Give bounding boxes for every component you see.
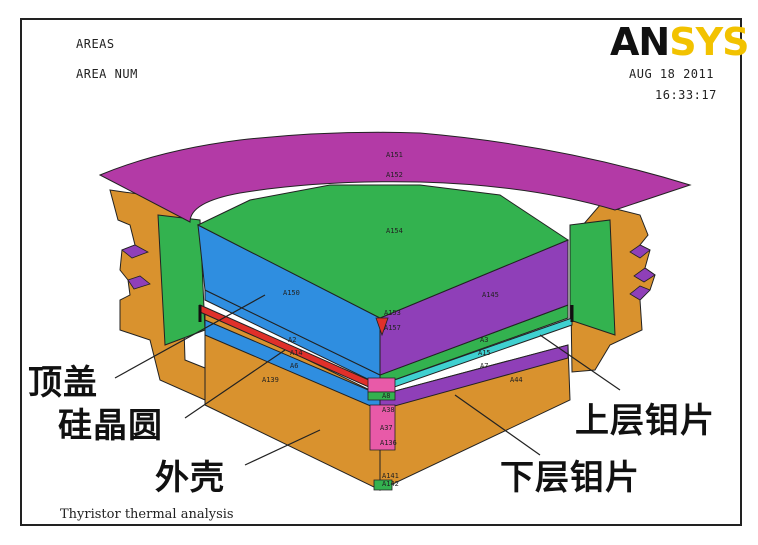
- leader-silicon-wafer: [184, 349, 286, 419]
- label-a6: A6: [290, 362, 298, 370]
- footer-caption: Thyristor thermal analysis: [60, 507, 234, 522]
- label-a141: A141: [382, 472, 399, 480]
- label-a37: A37: [380, 424, 393, 432]
- label-a15: A15: [478, 349, 491, 357]
- logo-an: AN: [610, 20, 670, 64]
- label-a44: A44: [510, 376, 523, 384]
- center-column-upper: [367, 377, 396, 393]
- right-fin-3: [629, 285, 651, 301]
- label-a157: A157: [384, 324, 401, 332]
- leader-top-cover: [114, 294, 266, 379]
- cover-top-face: [196, 184, 570, 319]
- label-a38: A38: [382, 406, 395, 414]
- label-a150: A150: [283, 289, 300, 297]
- left-fin-2: [127, 275, 151, 290]
- left-fin-1: [121, 244, 149, 259]
- top-cover-lid: [98, 131, 692, 223]
- callout-silicon-wafer: 硅晶圆: [58, 406, 163, 446]
- label-a3: A3: [480, 336, 488, 344]
- label-a139: A139: [262, 376, 279, 384]
- label-a145: A145: [482, 291, 499, 299]
- center-column-lower: [369, 404, 396, 451]
- callout-top-cover: 顶盖: [28, 363, 98, 403]
- center-marker: [375, 317, 389, 337]
- callout-lower-mo: 下层钼片: [500, 458, 640, 498]
- center-column-base: [373, 479, 393, 491]
- left-inner-wall: [157, 214, 206, 346]
- leader-upper-mo: [539, 334, 621, 391]
- label-a7: A7: [480, 362, 488, 370]
- right-fin-2: [633, 267, 656, 283]
- label-a8: A8: [382, 392, 390, 400]
- label-a151: A151: [386, 151, 403, 159]
- center-column-mid: [367, 391, 396, 401]
- logo-sys: SYS: [669, 20, 749, 64]
- right-fin-1: [629, 244, 651, 259]
- date-label: AUG 18 2011: [629, 67, 714, 81]
- label-a2: A2: [288, 336, 296, 344]
- label-a153: A153: [384, 309, 401, 317]
- leader-housing: [244, 429, 321, 466]
- housing-left-flange: [109, 189, 211, 401]
- label-a14: A14: [290, 349, 303, 357]
- mode-label: AREAS: [76, 37, 115, 51]
- callout-housing: 外壳: [155, 458, 225, 498]
- label-a136: A136: [380, 439, 397, 447]
- leader-lower-mo: [454, 394, 541, 456]
- label-a152: A152: [386, 171, 403, 179]
- right-inner-wall: [569, 219, 616, 336]
- ansys-logo: ANSYS: [610, 20, 749, 64]
- time-label: 16:33:17: [655, 88, 717, 102]
- numbering-label: AREA NUM: [76, 67, 138, 81]
- callout-upper-mo: 上层钼片: [575, 401, 715, 441]
- label-a154: A154: [386, 227, 403, 235]
- label-a142: A142: [382, 480, 399, 488]
